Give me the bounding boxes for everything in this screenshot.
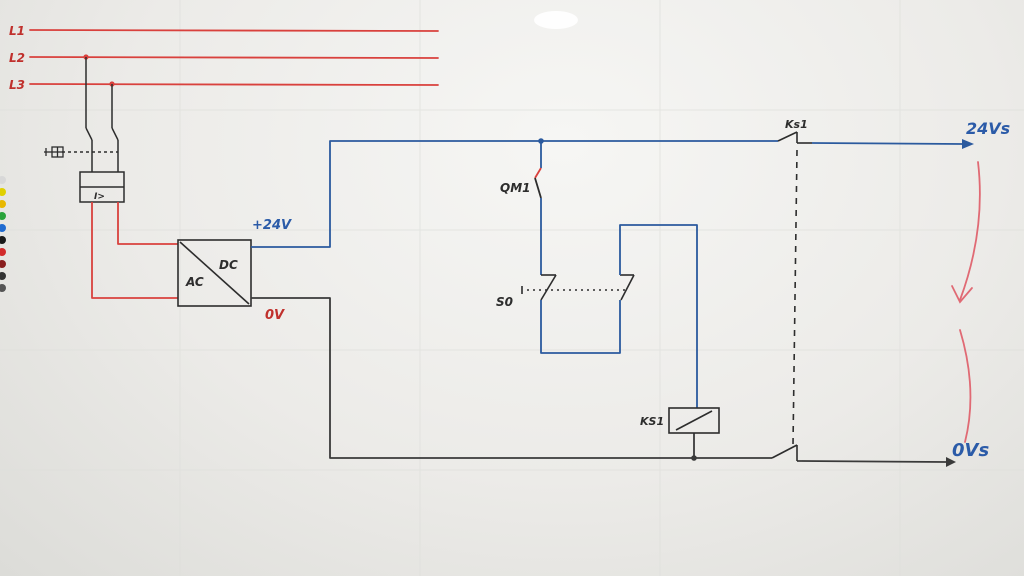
supply-negative-label: 0V <box>265 308 285 323</box>
control-loop <box>540 224 698 458</box>
negative-rail <box>251 297 947 463</box>
marker-tray <box>0 176 6 292</box>
qm1-branch <box>534 141 542 275</box>
phase-line-l3 <box>29 83 439 86</box>
junction-dot <box>691 455 697 461</box>
supply-positive-label: +24V <box>252 218 292 233</box>
phase-labels: L1 L2 L3 <box>9 24 25 92</box>
breaker-trip-box <box>79 171 125 203</box>
positive-rail <box>251 140 963 248</box>
breaker-actuator-icon <box>44 146 64 158</box>
ks1-coil-label: KS1 <box>640 415 664 428</box>
s0-label: S0 <box>496 295 513 309</box>
glare-spot <box>534 11 578 29</box>
ks1-contacts <box>771 131 812 462</box>
output-negative-label: 0Vs <box>952 440 989 461</box>
label-l1: L1 <box>9 24 25 38</box>
ac-wire-2 <box>117 202 178 245</box>
converter-ac-wires <box>91 202 178 299</box>
output-negative-arrow <box>946 457 956 467</box>
qm1-contact <box>534 167 542 179</box>
breaker-symbol: I> <box>94 192 105 202</box>
converter-ac-label: AC <box>185 275 204 289</box>
ks1-contact-label: Ks1 <box>785 118 808 131</box>
label-l3: L3 <box>9 78 25 92</box>
ks1-coil <box>668 407 720 434</box>
label-l2: L2 <box>9 51 25 65</box>
phase-lines <box>29 29 439 86</box>
ac-wire-1 <box>91 202 178 299</box>
output-positive-arrow <box>962 139 974 149</box>
voltage-arrow <box>951 161 981 443</box>
output-positive-label: 24Vs <box>966 119 1010 138</box>
phase-line-l1 <box>29 29 439 32</box>
qm1-label: QM1 <box>500 181 531 195</box>
breaker-feed-wires <box>62 57 119 172</box>
s0-switch <box>521 274 635 301</box>
converter-dc-label: DC <box>219 258 238 272</box>
phase-line-l2 <box>29 56 439 59</box>
ac-dc-converter <box>177 239 252 307</box>
